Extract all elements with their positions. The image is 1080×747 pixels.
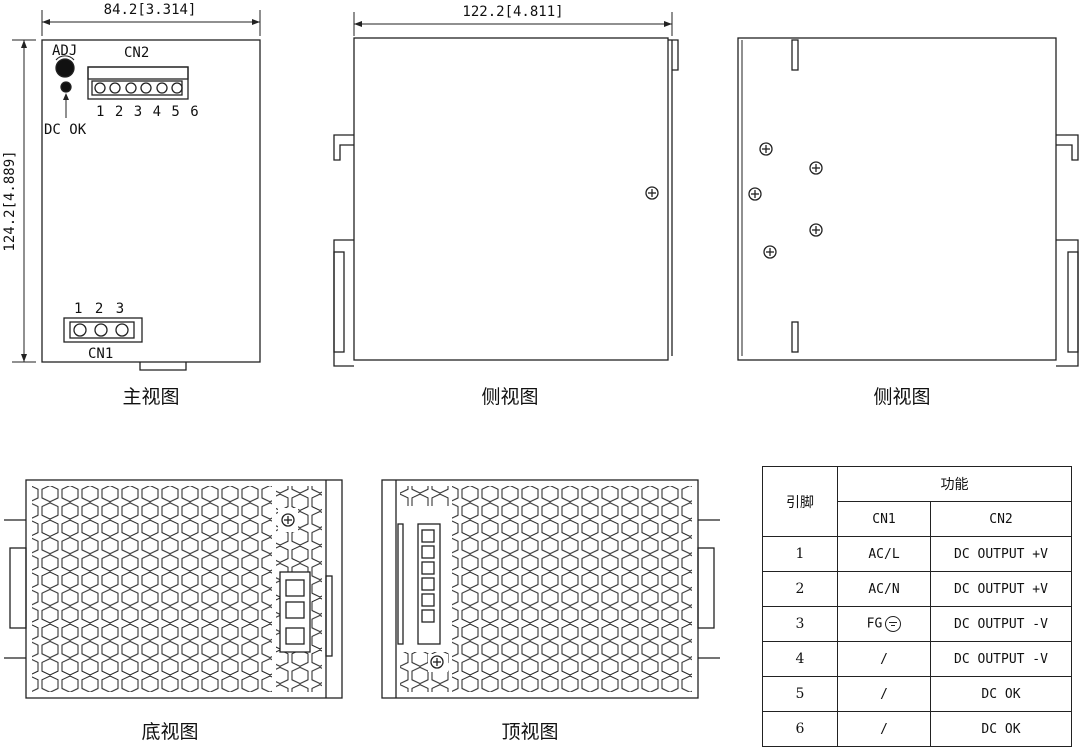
cn1-function: / (837, 676, 931, 712)
pin-function-table: 引脚 功能 CN1 CN2 1 AC/L DC OUTPUT +V 2 AC/N… (762, 466, 1072, 747)
cn1-function: AC/N (837, 571, 931, 607)
cn2-function: DC OUTPUT +V (930, 571, 1072, 607)
cn2-header: CN2 (930, 501, 1072, 537)
pin-header: 引脚 (762, 466, 838, 537)
cn1-label: CN1 (88, 346, 113, 362)
function-header: 功能 (837, 466, 1072, 502)
pin-number: 6 (762, 711, 838, 747)
dc-ok-label: DC OK (44, 122, 87, 138)
adj-label: ADJ (52, 43, 77, 59)
cn1-function: AC/L (837, 536, 931, 572)
side-view-2 (737, 37, 1079, 367)
table-row: 3 FG DC OUTPUT -V (762, 606, 1072, 642)
pin-number: 4 (762, 641, 838, 677)
cn2-label: CN2 (124, 45, 149, 61)
cn1-function: FG (866, 616, 883, 632)
pin-number: 3 (762, 606, 838, 642)
cn1-header: CN1 (837, 501, 931, 537)
ground-symbol-icon (885, 616, 902, 632)
cn2-function: DC OUTPUT -V (930, 606, 1072, 642)
front-view (12, 10, 261, 371)
top-view-caption: 顶视图 (501, 721, 558, 742)
cn2-function: DC OUTPUT -V (930, 641, 1072, 677)
side-width-dimension: 122.2[4.811] (462, 4, 563, 20)
table-row: 4 / DC OUTPUT -V (762, 641, 1072, 677)
cn1-function-fg: FG (837, 606, 931, 642)
cn2-terminals (91, 80, 183, 96)
pin-number: 5 (762, 676, 838, 712)
cn2-function: DC OK (930, 711, 1072, 747)
cn1-function: / (837, 641, 931, 677)
top-view (381, 479, 720, 699)
cn2-function: DC OUTPUT +V (930, 536, 1072, 572)
cn1-pin-numbers: 1 2 3 (74, 301, 126, 317)
pin-number: 2 (762, 571, 838, 607)
cn2-pin-numbers: 1 2 3 4 5 6 (96, 104, 200, 120)
cn1-function: / (837, 711, 931, 747)
side-view-2-caption: 侧视图 (873, 386, 930, 408)
table-row: 1 AC/L DC OUTPUT +V (762, 536, 1072, 572)
side-view-1-caption: 侧视图 (481, 386, 538, 408)
side-view-1 (333, 12, 679, 367)
pin-number: 1 (762, 536, 838, 572)
front-height-dimension: 124.2[4.889] (2, 150, 18, 251)
front-width-dimension: 84.2[3.314] (104, 2, 197, 18)
table-row: 6 / DC OK (762, 711, 1072, 747)
cn2-function: DC OK (930, 676, 1072, 712)
bottom-view (4, 479, 343, 699)
table-row: 2 AC/N DC OUTPUT +V (762, 571, 1072, 607)
front-view-caption: 主视图 (122, 386, 179, 408)
table-row: 5 / DC OK (762, 676, 1072, 712)
bottom-view-caption: 底视图 (141, 721, 198, 742)
